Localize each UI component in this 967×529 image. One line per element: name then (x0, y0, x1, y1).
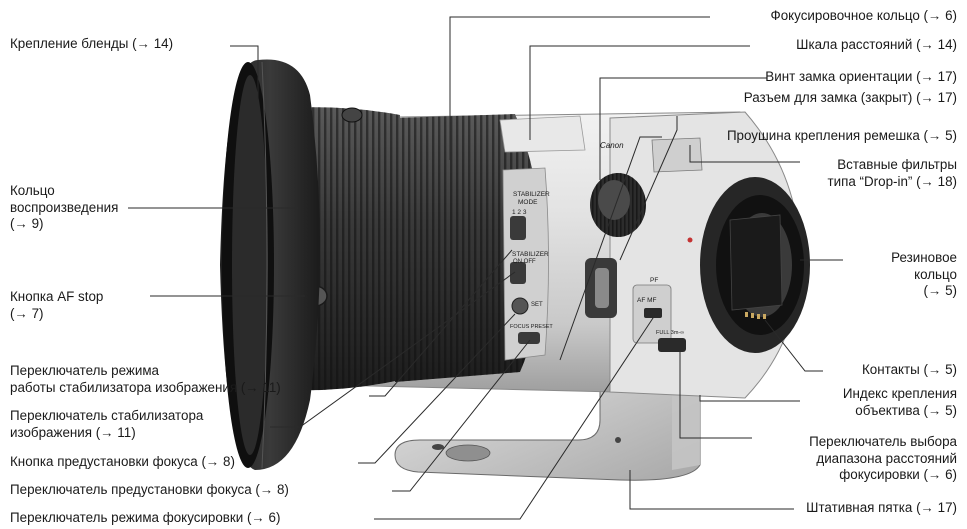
marking-af-mf: AF MF (637, 297, 657, 304)
label-rubber-ring: Резиновое кольцо (→ 5) (891, 250, 957, 298)
label-preset-button: Кнопка предустановки фокуса (→ 8) (10, 454, 235, 469)
marking-on-off: ON OFF (513, 259, 536, 265)
marking-stabilizer-mode-2: MODE (518, 199, 538, 206)
label-strap-eyelet: Проушина крепления ремешка (→ 5) (726, 128, 957, 143)
marking-stabilizer: STABILIZER (512, 251, 549, 258)
label-dropin-filters: Вставные фильтры типа “Drop-in” (→ 18) (827, 157, 958, 189)
marking-pf: PF (650, 277, 658, 284)
label-lock-socket: Разъем для замка (закрыт) (→ 17) (743, 90, 957, 105)
lens-barrel-shape (329, 111, 810, 399)
label-preset-switch: Переключатель предустановки фокуса (→ 8) (10, 482, 289, 497)
label-hood-mount: Крепление бленды (→ 14) (10, 36, 174, 51)
hood-shape (220, 59, 400, 470)
marking-set: SET (531, 302, 543, 308)
label-playback-ring: Кольцо воспроизведения (→ 9) (10, 183, 119, 231)
label-distance-scale: Шкала расстояний (→ 14) (796, 37, 957, 52)
label-contacts: Контакты (→ 5) (861, 362, 957, 377)
label-focus-mode-switch: Переключатель режима фокусировки (→ 6) (10, 510, 281, 525)
marking-brand: Canon (600, 141, 624, 150)
label-mount-index: Индекс крепления объектива (→ 5) (842, 386, 957, 418)
marking-range: FULL 3m-∞ (656, 330, 684, 336)
marking-focus-preset: FOCUS PRESET (510, 324, 553, 330)
label-orientation-screw: Винт замка ориентации (→ 17) (765, 69, 957, 84)
label-tripod-foot: Штативная пятка (→ 17) (806, 500, 957, 515)
marking-mode-numbers: 1 2 3 (512, 209, 527, 216)
label-focus-ring: Фокусировочное кольцо (→ 6) (770, 8, 957, 23)
marking-stabilizer-mode-1: STABILIZER (513, 191, 550, 198)
label-is-mode-switch: Переключатель режима работы стабилизатор… (10, 363, 281, 395)
label-range-switch: Переключатель выбора диапазона расстояни… (809, 434, 957, 482)
label-is-switch: Переключатель стабилизатора изображения … (10, 408, 204, 440)
label-af-stop: Кнопка AF stop (→ 7) (10, 289, 104, 321)
